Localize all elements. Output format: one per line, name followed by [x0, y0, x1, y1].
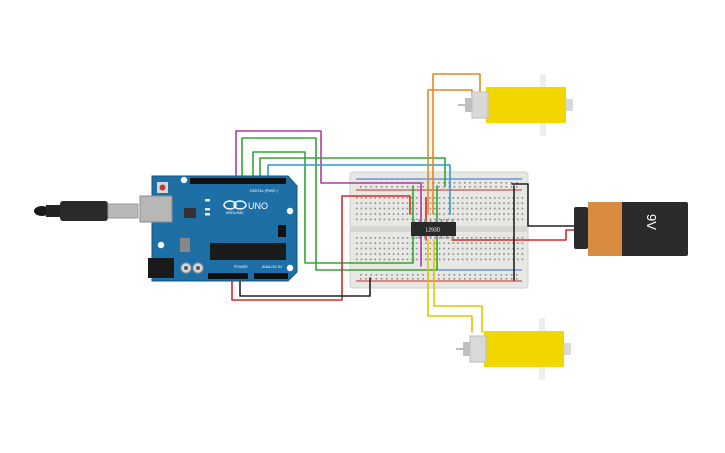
dc-motor-top[interactable]	[458, 74, 573, 136]
power-jack-icon	[148, 258, 174, 278]
l293d-label: L293D	[426, 228, 441, 234]
usb-cable-icon	[34, 201, 139, 221]
battery-label: 9V	[644, 214, 659, 230]
wires	[231, 73, 579, 333]
wire-green-2	[252, 151, 414, 264]
wire-green-1	[241, 137, 438, 271]
arduino-model: UNO	[248, 201, 268, 211]
power-header-label: POWER	[234, 265, 248, 269]
wire-green-3	[259, 157, 446, 187]
arduino-logo-icon	[223, 200, 247, 210]
l293d-pins	[413, 219, 454, 239]
arduino-uno[interactable]: DIGITAL (PWM~) POWER ANALOG IN ARDUINO U…	[139, 175, 298, 282]
digital-header-label: DIGITAL (PWM~)	[250, 189, 278, 193]
wire-blue	[267, 164, 451, 215]
wire-orange-2	[432, 73, 481, 215]
wire-yellow	[427, 239, 473, 333]
wire-red-battery	[451, 229, 579, 241]
wire-black-gnd	[239, 277, 371, 297]
l293d-chip[interactable]: L293D	[411, 219, 456, 239]
battery-9v[interactable]: 9V	[574, 202, 688, 256]
dc-motor-bottom[interactable]	[456, 318, 571, 380]
arduino-brand: ARDUINO	[226, 211, 244, 215]
wire-purple	[235, 130, 422, 267]
wire-yellow-2	[433, 239, 483, 333]
analog-header-label: ANALOG IN	[262, 265, 282, 269]
wire-black-battery	[511, 183, 579, 227]
wire-red-power	[231, 195, 411, 301]
breadboard-holes	[356, 182, 524, 280]
